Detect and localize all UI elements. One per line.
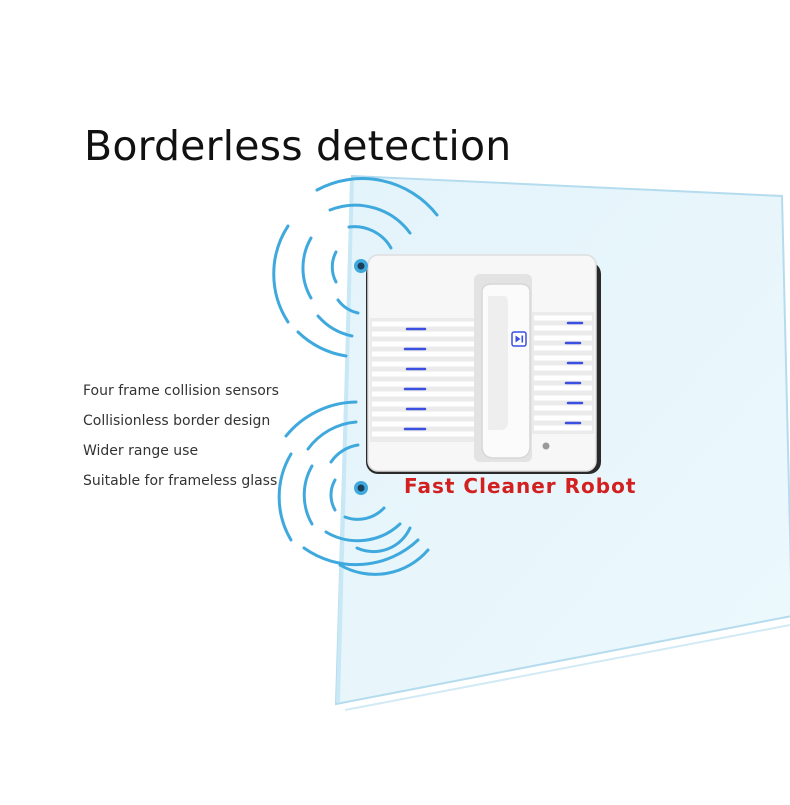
right-vent-grille [532, 312, 594, 434]
left-vent-grille [370, 318, 478, 442]
glass-edge-highlight [336, 177, 354, 703]
brand-label: Fast Cleaner Robot [404, 474, 637, 498]
glass-bottom-reflection [344, 624, 790, 711]
feature-item-border-design: Collisionless border design [83, 413, 271, 429]
feature-item-frameless-glass: Suitable for frameless glass [83, 473, 278, 489]
bottom-sensor-signal-waves [277, 400, 430, 576]
feature-item-range-use: Wider range use [83, 443, 199, 459]
headline: Borderless detection [84, 122, 512, 170]
top-sensor-icon [354, 259, 368, 273]
indicator-hole [542, 442, 550, 450]
feature-list: Four frame collision sensors Collisionle… [83, 380, 279, 500]
feature-item-collision-sensors: Four frame collision sensors [83, 383, 279, 399]
play-pause-icon[interactable] [511, 331, 527, 347]
bottom-sensor-icon [354, 481, 368, 495]
top-sensor-signal-waves [272, 177, 439, 358]
handle-groove [488, 296, 508, 430]
